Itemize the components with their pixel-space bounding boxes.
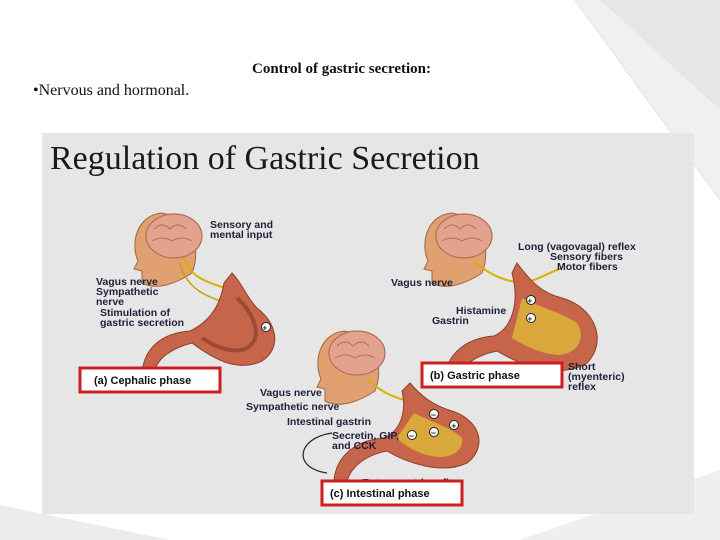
- svg-text:+: +: [528, 315, 533, 324]
- intestinal-phase-label: (c) Intestinal phase: [330, 488, 430, 500]
- svg-text:–: –: [431, 410, 436, 420]
- nerve-label: nerve: [96, 296, 124, 308]
- cephalic-phase-box: [78, 366, 222, 394]
- motor-fibers-label: Motor fibers: [557, 261, 618, 273]
- intestinal-phase-box: [320, 479, 464, 507]
- gastric-secretion-label: gastric secretion: [100, 317, 184, 329]
- hormones-label: Secretin, GIP,: [332, 430, 399, 442]
- vagus-nerve-label: Vagus nerve: [96, 276, 158, 288]
- intestinal-sympathetic-label: Sympathetic nerve: [246, 401, 340, 413]
- gastric-regulation-figure: Regulation of Gastric Secretion + Sensor…: [42, 133, 694, 514]
- svg-text:–: –: [409, 431, 414, 441]
- slide-title: Control of gastric secretion:: [252, 61, 431, 77]
- svg-text:+: +: [452, 422, 457, 431]
- hormones-label-2: and CCK: [332, 440, 377, 452]
- svg-text:–: –: [431, 428, 436, 438]
- myenteric-label: (myenteric): [568, 371, 625, 383]
- figure-title: Regulation of Gastric Secretion: [50, 140, 480, 177]
- intestinal-head: [316, 330, 386, 405]
- sensory-input-label-2: mental input: [210, 229, 273, 241]
- gastric-stomach: + + –: [443, 262, 598, 382]
- cephalic-stomach: +: [141, 272, 276, 374]
- stimulation-label: Stimulation of: [100, 307, 170, 319]
- cephalic-head: [133, 212, 203, 287]
- long-reflex-label: Long (vagovagal) reflex: [518, 241, 636, 253]
- cephalic-phase-label: (a) Cephalic phase: [94, 375, 191, 387]
- figure-illustration: Regulation of Gastric Secretion + Sensor…: [50, 140, 636, 507]
- intestinal-stomach: – – – +: [333, 382, 480, 482]
- short-reflex-label: Short: [568, 361, 596, 373]
- sensory-fibers-label: Sensory fibers: [550, 251, 623, 263]
- brain-icon: [145, 213, 203, 259]
- gastric-head: [423, 212, 493, 287]
- reflex-label: reflex: [568, 381, 596, 393]
- svg-text:+: +: [528, 297, 533, 306]
- sensory-input-label: Sensory and: [210, 219, 273, 231]
- gastric-phase-label: (b) Gastric phase: [430, 370, 520, 382]
- sympathetic-label: Sympathetic: [96, 286, 159, 298]
- intestinal-gastrin-label: Intestinal gastrin: [287, 416, 371, 428]
- gastric-phase-box: [420, 361, 564, 389]
- svg-text:+: +: [263, 324, 268, 333]
- brain-icon: [435, 213, 493, 259]
- histamine-label: Histamine: [456, 305, 506, 317]
- brain-icon: [328, 330, 386, 376]
- intestinal-vagus-label: Vagus nerve: [260, 387, 322, 399]
- gastric-vagus-label: Vagus nerve: [391, 277, 453, 289]
- gastrin-label: Gastrin: [432, 315, 469, 327]
- slide-bullet: •Nervous and hormonal.: [33, 82, 190, 99]
